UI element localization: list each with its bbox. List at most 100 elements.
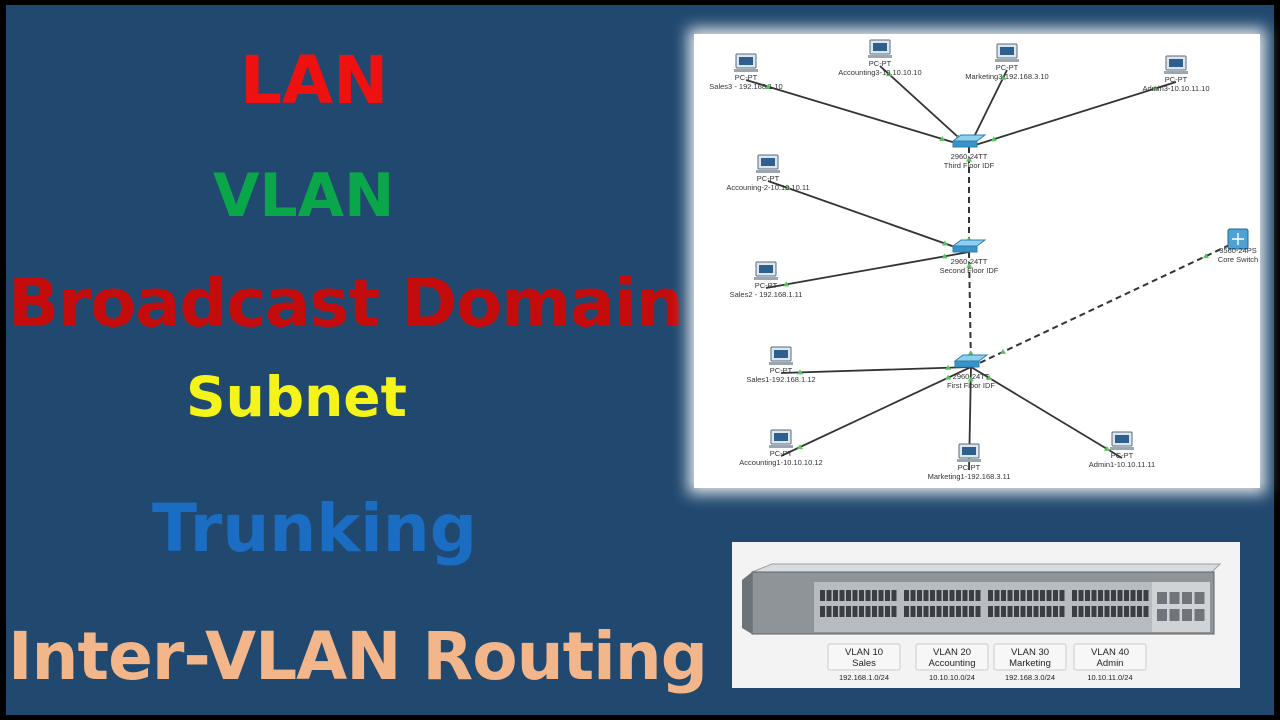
pc-type-label: PC-PT — [770, 449, 793, 458]
ethernet-port — [962, 590, 968, 601]
ethernet-port — [846, 590, 851, 601]
ethernet-port — [988, 590, 993, 601]
ethernet-port — [1104, 590, 1110, 601]
link-status-arrow — [966, 156, 972, 162]
ethernet-port — [878, 606, 884, 617]
ethernet-port — [936, 606, 942, 617]
ethernet-port — [1117, 606, 1123, 617]
ethernet-port — [1014, 590, 1019, 601]
ethernet-port — [1130, 606, 1136, 617]
sfp-port — [1169, 592, 1180, 604]
ethernet-port — [917, 606, 922, 617]
ethernet-port — [956, 606, 961, 617]
ethernet-port — [1078, 590, 1084, 601]
trunk-link — [970, 240, 1239, 368]
ethernet-port — [956, 590, 961, 601]
ethernet-port — [1137, 590, 1142, 601]
ethernet-port — [1046, 590, 1052, 601]
ethernet-port — [1091, 606, 1097, 617]
ethernet-port — [1124, 606, 1129, 617]
access-link — [765, 251, 970, 289]
link-status-arrow — [990, 136, 997, 142]
ethernet-port — [1020, 606, 1026, 617]
link-status-arrow — [1202, 253, 1209, 259]
ethernet-port — [1020, 590, 1026, 601]
pc-name-label: Sales2 - 192.168.1.11 — [730, 290, 803, 299]
vlan-label-box — [993, 643, 1067, 671]
ethernet-port — [923, 590, 929, 601]
term-lan: LAN — [240, 42, 389, 119]
ethernet-port — [1078, 606, 1084, 617]
ethernet-port — [1053, 590, 1058, 601]
ethernet-port — [852, 590, 858, 601]
switch-arrows-icon — [1232, 233, 1244, 245]
link-status-arrow — [783, 281, 790, 287]
ethernet-port — [1072, 606, 1077, 617]
ethernet-port — [846, 606, 851, 617]
ethernet-port — [826, 606, 832, 617]
ethernet-port — [885, 590, 890, 601]
ethernet-port — [1001, 606, 1006, 617]
pc-type-label: PC-PT — [996, 63, 1019, 72]
ethernet-port — [943, 590, 948, 601]
ethernet-port — [826, 590, 832, 601]
switch-name-label: Third Floor IDF — [944, 161, 995, 170]
link-status-arrow — [939, 135, 946, 141]
ethernet-port — [859, 606, 864, 617]
pc-type-label: PC-PT — [869, 59, 892, 68]
ethernet-port — [1124, 590, 1129, 601]
vlan-id: VLAN 10 — [845, 647, 883, 658]
switch-name-label: Core Switch — [1218, 255, 1258, 264]
link-status-arrow — [1000, 348, 1007, 354]
pc-name-label: Marketing1-192.168.3.11 — [928, 472, 1011, 481]
pc-name-label: Marketing3-192.168.3.10 — [965, 72, 1048, 81]
term-broadcast-domain: Broadcast Domain — [8, 264, 684, 342]
pc-type-label: PC-PT — [755, 281, 778, 290]
ethernet-port — [923, 606, 929, 617]
access-link — [745, 79, 970, 148]
ethernet-port — [904, 590, 909, 601]
switch-model-label: 2960-24TT — [951, 152, 988, 161]
ethernet-port — [1085, 606, 1090, 617]
link-status-arrow — [945, 374, 952, 380]
ethernet-port — [820, 590, 825, 601]
ethernet-port — [949, 606, 955, 617]
link-status-arrow — [941, 253, 948, 259]
ethernet-port — [1085, 590, 1090, 601]
ethernet-port — [988, 606, 993, 617]
ethernet-port — [1091, 590, 1097, 601]
sfp-port — [1182, 592, 1192, 604]
ethernet-port — [943, 606, 948, 617]
term-inter-vlan-routing: Inter-VLAN Routing — [8, 618, 708, 695]
ethernet-port — [865, 606, 871, 617]
ethernet-port — [820, 606, 825, 617]
ethernet-port — [969, 606, 974, 617]
ethernet-port — [1001, 590, 1006, 601]
ethernet-port — [904, 606, 909, 617]
ethernet-port — [1046, 606, 1052, 617]
vlan-subnet: 192.168.3.0/24 — [1005, 673, 1055, 682]
link-status-arrow — [765, 83, 772, 89]
link-status-arrow — [967, 350, 974, 356]
vlan-name: Sales — [852, 658, 876, 669]
ethernet-port — [1072, 590, 1077, 601]
ethernet-port — [975, 606, 981, 617]
vlan-name: Accounting — [928, 658, 975, 669]
